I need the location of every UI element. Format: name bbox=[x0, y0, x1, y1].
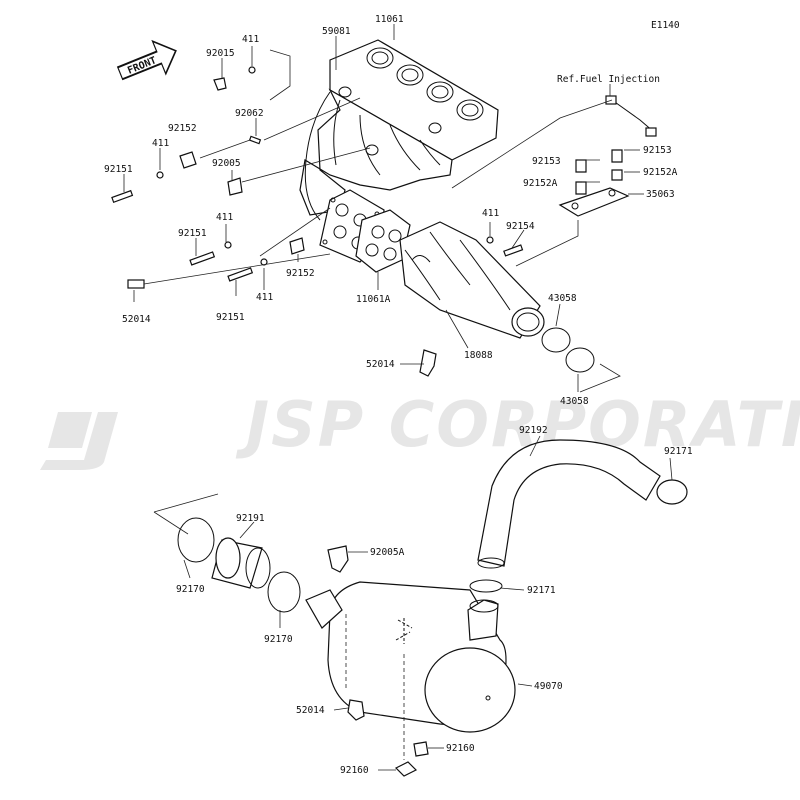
bracket-35063 bbox=[558, 149, 630, 217]
label-92015: 92015 bbox=[206, 48, 235, 59]
hose-92192 bbox=[477, 439, 661, 569]
watermark: JSP CORPORATION bbox=[40, 388, 800, 470]
label-92171-b: 92171 bbox=[527, 585, 556, 596]
clamp-92170-a bbox=[177, 517, 215, 563]
sleeve-92191 bbox=[211, 537, 271, 589]
label-92152A-a: 92152A bbox=[523, 178, 558, 189]
o-ring-43058-a bbox=[541, 327, 571, 353]
ref-fuel-injection: Ref.Fuel Injection bbox=[557, 74, 660, 85]
label-92151-c: 92151 bbox=[216, 312, 245, 323]
part-labels: 11061 59081 411 92015 92062 92152 411 92… bbox=[104, 14, 693, 776]
label-59081: 59081 bbox=[322, 26, 351, 37]
fitting-92005A bbox=[327, 545, 349, 573]
label-43058-b: 43058 bbox=[560, 396, 589, 407]
label-52014-c: 52014 bbox=[296, 705, 325, 716]
leader-lines bbox=[123, 24, 673, 771]
label-92005A: 92005A bbox=[370, 547, 405, 558]
label-92160-b: 92160 bbox=[340, 765, 369, 776]
watermark-text: JSP CORPORATION bbox=[235, 388, 800, 461]
label-411-d: 411 bbox=[256, 292, 273, 303]
label-92151-b: 92151 bbox=[178, 228, 207, 239]
fasteners-upper bbox=[111, 66, 524, 289]
label-92153-a: 92153 bbox=[532, 156, 561, 167]
clamp-92170-b bbox=[267, 571, 301, 613]
label-92151-a: 92151 bbox=[104, 164, 133, 175]
label-92154: 92154 bbox=[506, 221, 535, 232]
label-411-b: 411 bbox=[152, 138, 169, 149]
exhaust-pipe-18088 bbox=[399, 221, 545, 339]
label-92170-a: 92170 bbox=[176, 584, 205, 595]
gasket-11061A bbox=[355, 209, 411, 273]
label-92191: 92191 bbox=[236, 513, 265, 524]
label-92152-b: 92152 bbox=[286, 268, 315, 279]
label-52014-a: 52014 bbox=[122, 314, 151, 325]
o-ring-43058-b bbox=[565, 347, 595, 373]
label-35063: 35063 bbox=[646, 189, 675, 200]
diagram-code: E1140 bbox=[651, 20, 680, 31]
label-18088: 18088 bbox=[464, 350, 493, 361]
label-43058-a: 43058 bbox=[548, 293, 577, 304]
label-92170-b: 92170 bbox=[264, 634, 293, 645]
label-411-e: 411 bbox=[482, 208, 499, 219]
label-92153-b: 92153 bbox=[643, 145, 672, 156]
label-92152A-b: 92152A bbox=[643, 167, 678, 178]
label-411-c: 411 bbox=[216, 212, 233, 223]
label-49070: 49070 bbox=[534, 681, 563, 692]
label-92152-a: 92152 bbox=[168, 123, 197, 134]
pad-92160-a bbox=[413, 741, 429, 757]
nipple-52014-b bbox=[419, 349, 437, 377]
label-52014-b: 52014 bbox=[366, 359, 395, 370]
clamp-92171-a bbox=[656, 479, 688, 505]
label-92192: 92192 bbox=[519, 425, 548, 436]
label-11061A: 11061A bbox=[356, 294, 391, 305]
clamp-92171-b bbox=[469, 579, 503, 593]
nipple-52014-c bbox=[347, 699, 365, 721]
front-arrow-icon: FRONT bbox=[116, 39, 177, 81]
fuel-injection-sensor bbox=[605, 95, 657, 137]
label-92005: 92005 bbox=[212, 158, 241, 169]
label-11061: 11061 bbox=[375, 14, 404, 25]
muffler-49070 bbox=[305, 581, 516, 733]
pad-92160-b bbox=[394, 761, 418, 777]
label-92171-a: 92171 bbox=[664, 446, 693, 457]
label-411-a: 411 bbox=[242, 34, 259, 45]
label-92160-a: 92160 bbox=[446, 743, 475, 754]
label-92062: 92062 bbox=[235, 108, 264, 119]
